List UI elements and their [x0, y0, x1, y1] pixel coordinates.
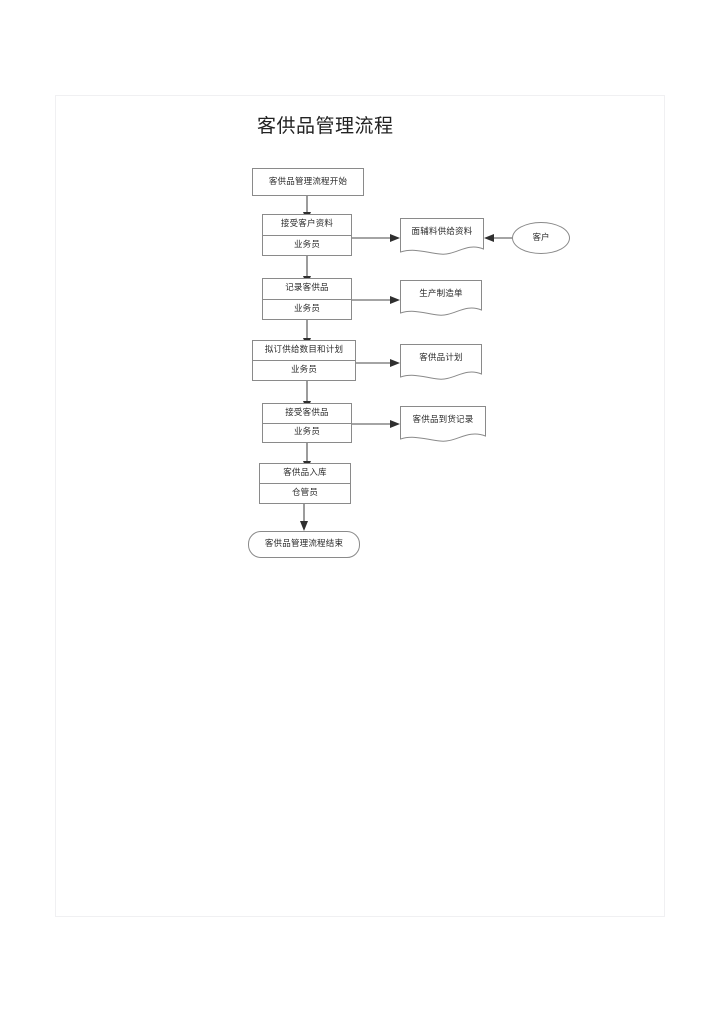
- node-process-plan-supply-quantity-role: 业务员: [290, 365, 318, 375]
- node-process-record-supplied-goods-role: 业务员: [293, 303, 321, 314]
- document-shape-icon: [400, 280, 482, 316]
- node-document-arrival-record[interactable]: 客供品到货记录: [400, 406, 486, 446]
- node-process-plan-supply-quantity-label: 拟订供给数目和计划: [253, 341, 355, 361]
- node-process-plan-supply-quantity[interactable]: 拟订供给数目和计划 业务员: [252, 340, 356, 381]
- node-entity-customer[interactable]: 客户: [512, 222, 570, 254]
- node-process-accept-customer-data-label: 接受客户资料: [263, 215, 351, 236]
- node-document-fabric-supply-data-label: 面辅料供给资料: [411, 226, 473, 237]
- document-shape-icon: [400, 218, 484, 255]
- node-document-production-order-label: 生产制造单: [419, 288, 463, 299]
- node-process-record-supplied-goods-label: 记录客供品: [263, 279, 351, 300]
- node-document-supply-plan[interactable]: 客供品计划: [400, 344, 482, 384]
- node-process-receive-supplied-goods-label: 接受客供品: [263, 404, 351, 424]
- node-document-production-order[interactable]: 生产制造单: [400, 280, 482, 320]
- node-process-accept-customer-data[interactable]: 接受客户资料 业务员: [262, 214, 352, 256]
- node-process-receive-supplied-goods[interactable]: 接受客供品 业务员: [262, 403, 352, 443]
- node-start[interactable]: 客供品管理流程开始: [252, 168, 364, 196]
- page-title: 客供品管理流程: [257, 115, 394, 137]
- node-end-label: 客供品管理流程结束: [264, 539, 344, 549]
- node-document-arrival-record-label: 客供品到货记录: [412, 414, 474, 425]
- node-end[interactable]: 客供品管理流程结束: [248, 531, 360, 558]
- node-document-fabric-supply-data[interactable]: 面辅料供给资料: [400, 218, 484, 258]
- node-process-record-supplied-goods[interactable]: 记录客供品 业务员: [262, 278, 352, 320]
- node-document-supply-plan-label: 客供品计划: [419, 352, 463, 363]
- node-process-warehouse-entry-label: 客供品入库: [260, 464, 350, 484]
- document-shape-icon: [400, 406, 486, 442]
- node-process-warehouse-entry-role: 仓管员: [291, 488, 319, 498]
- node-process-receive-supplied-goods-role: 业务员: [293, 427, 321, 438]
- node-start-label: 客供品管理流程开始: [268, 176, 348, 187]
- node-entity-customer-label: 客户: [532, 232, 550, 243]
- document-shape-icon: [400, 344, 482, 380]
- node-process-warehouse-entry[interactable]: 客供品入库 仓管员: [259, 463, 351, 504]
- node-process-accept-customer-data-role: 业务员: [293, 239, 321, 250]
